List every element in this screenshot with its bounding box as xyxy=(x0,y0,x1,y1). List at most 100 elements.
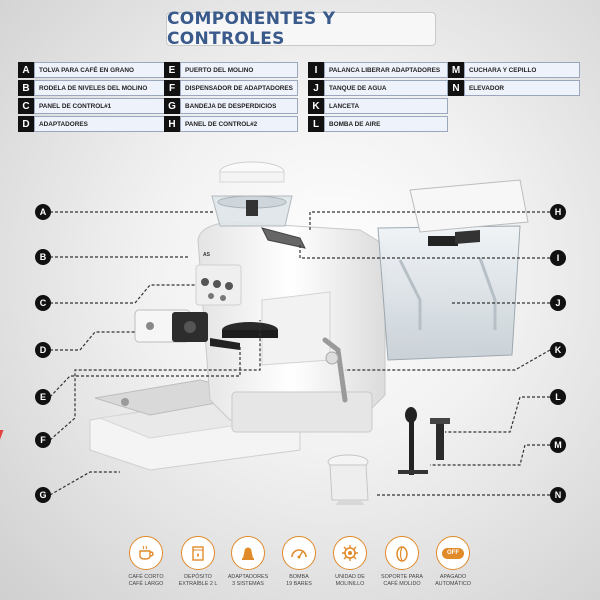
legend-item: L BOMBA DE AIRE xyxy=(308,116,448,132)
feature-tank: DEPÓSITO EXTRAÍBLE 2 L xyxy=(168,536,228,588)
ground-coffee-icon xyxy=(385,536,419,570)
off-badge: OFF xyxy=(442,547,464,559)
legend-item: K LANCETA xyxy=(308,98,448,114)
callout-i: I xyxy=(550,250,566,266)
legend-label: BOMBA DE AIRE xyxy=(324,116,448,132)
legend-letter: M xyxy=(448,62,464,78)
legend-label: PALANCA LIBERAR ADAPTADORES xyxy=(324,62,448,78)
callout-b: B xyxy=(35,249,51,265)
legend-label: DISPENSADOR DE ADAPTADORES xyxy=(180,80,298,96)
feature-line1: ADAPTADORES xyxy=(227,574,269,580)
elevator xyxy=(327,454,369,505)
capsule-icon xyxy=(231,536,265,570)
feature-pump: BOMBA 19 BARES xyxy=(269,536,329,588)
title-box: COMPONENTES Y CONTROLES xyxy=(166,9,436,49)
legend-label: LANCETA xyxy=(324,98,448,114)
legend: A TOLVA PARA CAFÉ EN GRANO B RODELA DE N… xyxy=(18,62,582,134)
adapters xyxy=(134,309,208,343)
legend-letter: G xyxy=(164,98,180,114)
feature-line2: 3 SISTEMAS xyxy=(232,581,264,587)
feature-line2: MOLINILLO xyxy=(335,581,365,587)
air-pump xyxy=(430,418,450,460)
legend-item: M CUCHARA Y CEPILLO xyxy=(448,62,580,78)
feature-adapters: ADAPTADORES 3 SISTEMAS xyxy=(218,536,278,588)
legend-label: ADAPTADORES xyxy=(34,116,170,132)
callout-d: D xyxy=(35,342,51,358)
feature-auto-off: OFF APAGADO AUTOMÁTICO xyxy=(423,536,483,588)
legend-item: C PANEL DE CONTROL#1 xyxy=(18,98,170,114)
spoon-brush xyxy=(398,407,428,475)
feature-line1: SOPORTE PARA xyxy=(380,574,424,580)
callout-n: N xyxy=(550,487,566,503)
feature-line1: UNIDAD DE xyxy=(335,574,365,580)
feature-line1: DEPÓSITO xyxy=(184,574,212,580)
legend-letter: F xyxy=(164,80,180,96)
feature-line2: 19 BARES xyxy=(286,581,312,587)
callout-m: M xyxy=(550,437,566,453)
page-title: COMPONENTES Y CONTROLES xyxy=(167,9,336,49)
legend-item: A TOLVA PARA CAFÉ EN GRANO xyxy=(18,62,170,78)
legend-item: I PALANCA LIBERAR ADAPTADORES xyxy=(308,62,448,78)
water-tank-icon xyxy=(181,536,215,570)
legend-letter: D xyxy=(18,116,34,132)
callout-h: H xyxy=(550,204,566,220)
callout-e: E xyxy=(35,389,51,405)
legend-label: PANEL DE CONTROL#1 xyxy=(34,98,170,114)
legend-label: TANQUE DE AGUA xyxy=(324,80,448,96)
legend-label: RODELA DE NIVELES DEL MOLINO xyxy=(34,80,170,96)
callout-f: F xyxy=(35,432,51,448)
legend-item: J TANQUE DE AGUA xyxy=(308,80,448,96)
legend-letter: L xyxy=(308,116,324,132)
feature-ground: SOPORTE PARA CAFÉ MOLIDO xyxy=(372,536,432,588)
callout-a: A xyxy=(35,204,51,220)
callout-c: C xyxy=(35,295,51,311)
legend-letter: A xyxy=(18,62,34,78)
legend-letter: J xyxy=(308,80,324,96)
portafilter xyxy=(210,322,278,350)
pressure-gauge-icon xyxy=(282,536,316,570)
legend-item: F DISPENSADOR DE ADAPTADORES xyxy=(164,80,298,96)
release-lever xyxy=(261,227,306,249)
tank-lid xyxy=(409,179,529,244)
feature-line2: CAFÉ LARGO xyxy=(128,581,164,587)
feature-grinder: UNIDAD DE MOLINILLO xyxy=(320,536,380,588)
legend-letter: N xyxy=(448,80,464,96)
legend-letter: E xyxy=(164,62,180,78)
feature-line2: AUTOMÁTICO xyxy=(435,581,471,587)
legend-letter: I xyxy=(308,62,324,78)
callout-l: L xyxy=(550,389,566,405)
legend-label: PUERTO DEL MOLINO xyxy=(180,62,298,78)
legend-label: PANEL DE CONTROL#2 xyxy=(180,116,298,132)
leader-lines xyxy=(49,211,551,496)
callout-g: G xyxy=(35,487,51,503)
steam-wand xyxy=(322,337,348,403)
bean-hopper xyxy=(211,161,293,227)
feature-line2: EXTRAÍBLE 2 L xyxy=(178,581,218,587)
legend-item: H PANEL DE CONTROL#2 xyxy=(164,116,298,132)
water-tank xyxy=(377,225,521,361)
legend-letter: H xyxy=(164,116,180,132)
brand-logo: AS xyxy=(203,252,211,258)
grinder-gear-icon xyxy=(333,536,367,570)
feature-line2: CAFÉ MOLIDO xyxy=(383,581,421,587)
legend-letter: B xyxy=(18,80,34,96)
feature-coffee: CAFÉ CORTO CAFÉ LARGO xyxy=(116,536,176,588)
feature-line1: BOMBA xyxy=(289,574,309,580)
coffee-cup-icon xyxy=(129,536,163,570)
legend-label: ELEVADOR xyxy=(464,80,580,96)
legend-letter: C xyxy=(18,98,34,114)
legend-label: BANDEJA DE DESPERDICIOS xyxy=(180,98,298,114)
feature-line1: APAGADO xyxy=(439,574,467,580)
callout-j: J xyxy=(550,295,566,311)
legend-letter: K xyxy=(308,98,324,114)
legend-label: CUCHARA Y CEPILLO xyxy=(464,62,580,78)
feature-line1: CAFÉ CORTO xyxy=(128,574,164,580)
legend-item: N ELEVADOR xyxy=(448,80,580,96)
control-panel: AS xyxy=(195,252,242,306)
legend-item: D ADAPTADORES xyxy=(18,116,170,132)
legend-label: TOLVA PARA CAFÉ EN GRANO xyxy=(34,62,170,78)
auto-off-icon: OFF xyxy=(436,536,470,570)
callout-k: K xyxy=(550,342,566,358)
legend-item: G BANDEJA DE DESPERDICIOS xyxy=(164,98,298,114)
legend-item: B RODELA DE NIVELES DEL MOLINO xyxy=(18,80,170,96)
